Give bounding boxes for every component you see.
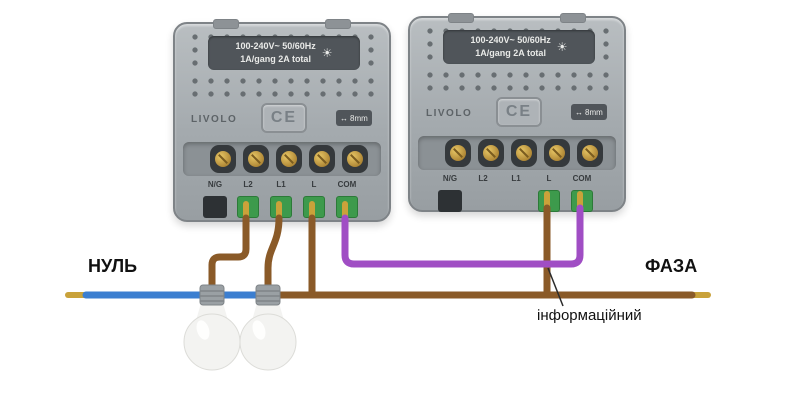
- terminal-strip: [183, 142, 381, 176]
- terminal-strip: [418, 136, 616, 170]
- strip-length-icon: ↔: [340, 113, 348, 123]
- ventilation-holes: [425, 70, 609, 94]
- terminal-block-l2: [237, 196, 259, 218]
- strip-gauge-tag: ↔ 8mm: [571, 104, 607, 120]
- strip-length-value: 8mm: [350, 113, 368, 123]
- light-bulb-1: [183, 284, 241, 371]
- terminal-slot-ng: [210, 145, 236, 173]
- rating-line-2: 1A/gang 2A total: [240, 54, 311, 64]
- brand-label: LIVOLO: [426, 108, 473, 119]
- brand-label: LIVOLO: [191, 114, 238, 125]
- mounting-clip: [448, 13, 474, 23]
- wire-entry-slot: [203, 196, 227, 218]
- terminal-screw: [483, 145, 499, 161]
- terminal-label-l2: L2: [243, 180, 253, 189]
- terminal-screw: [450, 145, 466, 161]
- neutral-label: НУЛЬ: [88, 256, 138, 276]
- terminal-slot-l2: [243, 145, 269, 173]
- signal-pointer-line: [547, 267, 564, 307]
- rating-plate: 100-240V~ 50/60Hz 1A/gang 2A total ☀: [208, 36, 360, 70]
- terminal-slot-com: [577, 139, 603, 167]
- terminal-label-l2: L2: [478, 174, 488, 183]
- terminal-label-l1: L1: [276, 180, 286, 189]
- terminal-screw: [314, 151, 330, 167]
- terminal-screw: [549, 145, 565, 161]
- load-wire-l1-to-bulb2: [264, 214, 283, 300]
- terminal-slot-l1: [511, 139, 537, 167]
- brightness-icon: ☀: [321, 46, 333, 60]
- terminal-slot-ng: [445, 139, 471, 167]
- bulb-neck: [249, 303, 287, 331]
- bulb-globe: [239, 313, 297, 371]
- mounting-clip: [560, 13, 586, 23]
- bulb-highlight: [196, 320, 210, 340]
- rating-line-2: 1A/gang 2A total: [475, 48, 546, 58]
- terminal-slot-l: [544, 139, 570, 167]
- signal-wire-label: інформаційний: [537, 307, 642, 324]
- bulb-base-ridges: [256, 290, 280, 302]
- phase-label: ФАЗА: [645, 256, 698, 276]
- terminal-slot-l: [309, 145, 335, 173]
- terminal-block-com: [336, 196, 358, 218]
- terminal-label-com: COM: [337, 180, 357, 189]
- terminal-screw: [248, 151, 264, 167]
- load-wire-l2-to-bulb1: [208, 214, 250, 300]
- terminal-block-l1: [270, 196, 292, 218]
- ce-mark: CE: [496, 97, 542, 127]
- bulb-globe: [183, 313, 241, 371]
- bulb-highlight: [252, 320, 266, 340]
- terminal-slot-com: [342, 145, 368, 173]
- strip-length-value: 8mm: [585, 107, 603, 117]
- strip-length-icon: ↔: [575, 107, 583, 117]
- terminal-label-l: L: [311, 180, 317, 189]
- bulb-base-ridges: [200, 290, 224, 302]
- terminal-screw: [281, 151, 297, 167]
- ce-mark: CE: [261, 103, 307, 133]
- switch-module-right: 100-240V~ 50/60Hz 1A/gang 2A total ☀ LIV…: [408, 13, 626, 212]
- bulb-screw-base: [199, 284, 225, 306]
- ventilation-holes: [190, 76, 374, 100]
- terminal-block-l: [303, 196, 325, 218]
- wire-entry-slot: [438, 190, 462, 212]
- terminal-slot-l2: [478, 139, 504, 167]
- rating-line-1: 100-240V~ 50/60Hz: [470, 35, 551, 46]
- rating-plate: 100-240V~ 50/60Hz 1A/gang 2A total ☀: [443, 30, 595, 64]
- terminal-label-l1: L1: [511, 174, 521, 183]
- terminal-screw: [347, 151, 363, 167]
- rating-text: 100-240V~ 50/60Hz 1A/gang 2A total: [470, 34, 550, 59]
- strip-gauge-tag: ↔ 8mm: [336, 110, 372, 126]
- rating-text: 100-240V~ 50/60Hz 1A/gang 2A total: [235, 40, 315, 65]
- terminal-screw: [582, 145, 598, 161]
- brightness-icon: ☀: [556, 40, 568, 54]
- terminal-block-com: [571, 190, 593, 212]
- bulb-neck: [193, 303, 231, 331]
- bulb-screw-base: [255, 284, 281, 306]
- rating-line-1: 100-240V~ 50/60Hz: [235, 41, 316, 52]
- mounting-clip: [213, 19, 239, 29]
- terminal-block-l: [538, 190, 560, 212]
- terminal-label-ng: N/G: [207, 180, 223, 189]
- terminal-label-ng: N/G: [442, 174, 458, 183]
- terminal-slot-l1: [276, 145, 302, 173]
- mounting-clip: [325, 19, 351, 29]
- terminal-label-com: COM: [572, 174, 592, 183]
- terminal-screw: [215, 151, 231, 167]
- light-bulb-2: [239, 284, 297, 371]
- terminal-label-l: L: [546, 174, 552, 183]
- switch-module-left: 100-240V~ 50/60Hz 1A/gang 2A total ☀ LIV…: [173, 19, 391, 222]
- terminal-screw: [516, 145, 532, 161]
